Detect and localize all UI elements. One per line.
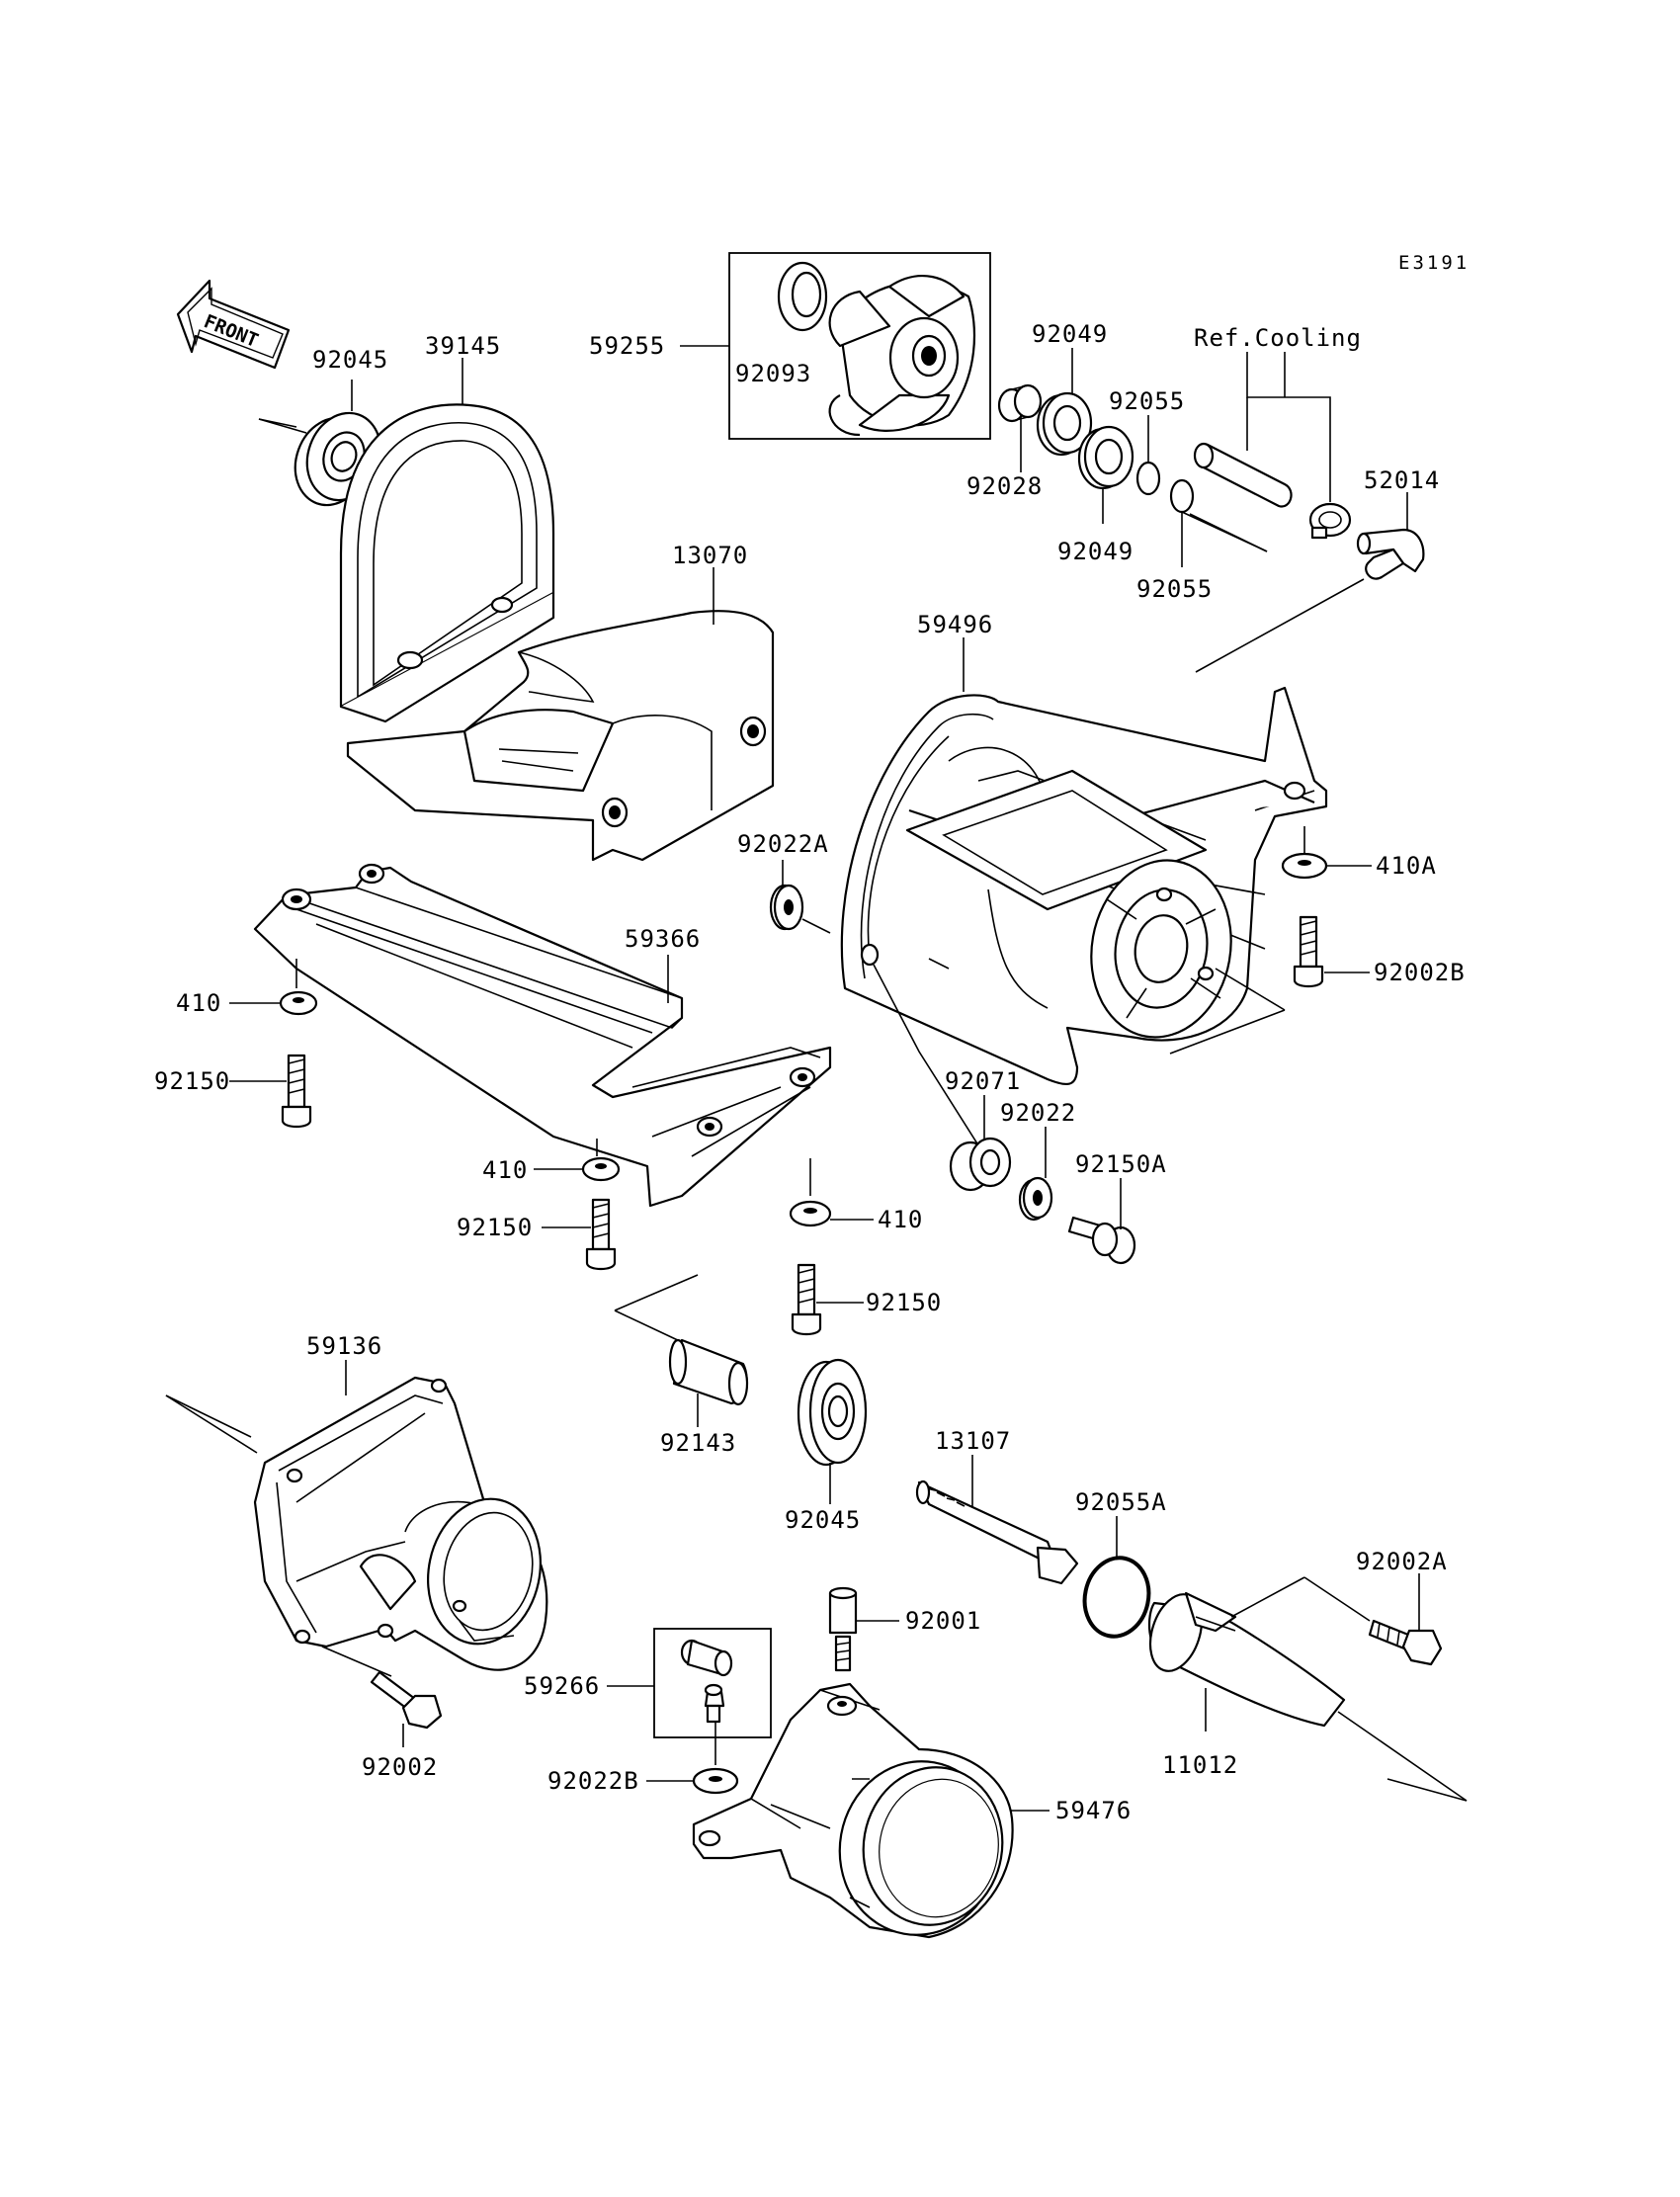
label-92028: 92028 [966, 472, 1043, 500]
label-92002: 92002 [362, 1753, 438, 1781]
label-59255: 59255 [589, 332, 665, 360]
cover-39145 [339, 403, 555, 723]
washer-92022 [1018, 1176, 1053, 1222]
nozzle-housing-59476 [692, 1682, 1014, 1939]
label-92049-b: 92049 [1057, 538, 1134, 565]
bolt-92002B [1293, 915, 1324, 988]
fitting-kit-box [653, 1628, 772, 1738]
label-92022: 92022 [1000, 1099, 1076, 1127]
label-ref-cooling: Ref.Cooling [1194, 324, 1362, 352]
label-52014: 52014 [1364, 466, 1440, 494]
impeller-59255 [777, 261, 976, 437]
label-92045-lower: 92045 [785, 1506, 861, 1534]
front-arrow-icon: FRONT [176, 279, 291, 370]
o-ring-92055-a [1135, 461, 1161, 496]
bearing-92045-lower [797, 1358, 868, 1467]
collar-92028 [997, 383, 1043, 423]
label-92150-a: 92150 [154, 1067, 230, 1095]
nozzle-11012 [1148, 1591, 1346, 1728]
label-92045-top: 92045 [312, 346, 388, 374]
label-11012: 11012 [1162, 1751, 1238, 1779]
label-92002B: 92002B [1374, 959, 1466, 986]
label-59266: 59266 [524, 1672, 600, 1700]
label-92001: 92001 [905, 1607, 981, 1635]
label-92071: 92071 [945, 1067, 1021, 1095]
label-92022A: 92022A [737, 830, 829, 858]
bolt-92150-a [281, 1054, 312, 1129]
label-92055-b: 92055 [1136, 575, 1213, 603]
grease-fitting-59266 [680, 1639, 733, 1724]
label-92055-a: 92055 [1109, 387, 1185, 415]
bolt-92002A [1368, 1619, 1443, 1666]
bolt-92150-b [585, 1198, 617, 1271]
hose-clamp-icon [1308, 502, 1352, 540]
cooling-hose [1193, 442, 1293, 508]
label-92150-b: 92150 [457, 1214, 533, 1241]
washer-410-c [789, 1200, 832, 1227]
label-13107: 13107 [935, 1427, 1011, 1455]
label-92002A: 92002A [1356, 1548, 1448, 1575]
label-39145: 39145 [425, 332, 501, 360]
o-ring-92055A [1082, 1556, 1151, 1639]
label-92150A: 92150A [1075, 1150, 1167, 1178]
label-13070: 13070 [672, 542, 748, 569]
washer-410A [1281, 852, 1328, 880]
pump-body-59496 [840, 686, 1328, 1086]
bolt-92150-c [791, 1263, 822, 1336]
washer-410-b [581, 1156, 621, 1182]
sleeve-92143 [668, 1338, 749, 1406]
washer-92022A [769, 884, 804, 931]
label-92049-a: 92049 [1032, 320, 1108, 348]
bolt-92002 [370, 1670, 443, 1730]
label-59496: 59496 [917, 611, 993, 638]
washer-92022B [692, 1767, 739, 1795]
label-92022B: 92022B [547, 1767, 639, 1795]
label-92055A: 92055A [1075, 1488, 1167, 1516]
bushing-92071 [949, 1137, 1012, 1192]
housing-cover-13070 [346, 610, 775, 862]
label-410-c: 410 [878, 1206, 923, 1233]
shaft-13107 [915, 1479, 1079, 1585]
label-59136: 59136 [306, 1332, 382, 1360]
pump-base-59366 [253, 863, 832, 1208]
bolt-92150A [1067, 1216, 1136, 1265]
diagram-code: E3191 [1398, 252, 1470, 274]
label-92150-c: 92150 [866, 1289, 942, 1316]
washer-410-a [279, 990, 318, 1016]
label-59476: 59476 [1055, 1797, 1132, 1824]
elbow-fitting-52014 [1356, 528, 1425, 580]
label-59366: 59366 [625, 925, 701, 953]
label-410A: 410A [1376, 852, 1437, 880]
seal-92049-a [1036, 391, 1093, 457]
pump-housing-59136 [253, 1376, 548, 1671]
seal-92049-b [1077, 425, 1134, 490]
label-410-a: 410 [176, 989, 221, 1017]
o-ring-92055-b [1169, 478, 1195, 514]
plug-92001 [828, 1586, 858, 1672]
label-92143: 92143 [660, 1429, 736, 1457]
label-410-b: 410 [482, 1156, 528, 1184]
label-92093: 92093 [735, 360, 811, 387]
